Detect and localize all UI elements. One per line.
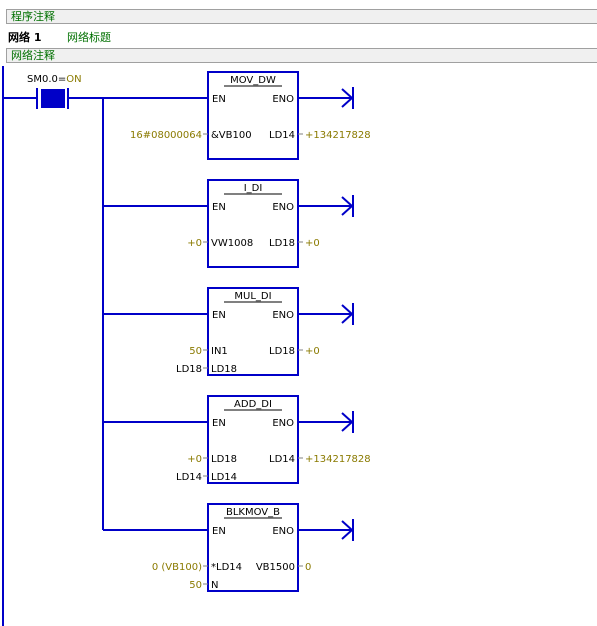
- input-value: 16#08000064: [130, 130, 202, 141]
- block-title: MUL_DI: [234, 291, 271, 302]
- input-pin: *LD14: [211, 562, 242, 573]
- block-mov-dw[interactable]: MOV_DW EN ENO&VB100 16#08000064 LD14 +1342178…: [103, 71, 371, 160]
- en-label: EN: [212, 418, 226, 429]
- input-value: +0: [187, 238, 202, 249]
- eno-label: ENO: [272, 310, 294, 321]
- input-value: LD14: [176, 472, 202, 483]
- input-pin: N: [211, 580, 218, 591]
- output-value: 0: [305, 562, 311, 573]
- contact-label: SM0.0=ON: [27, 74, 82, 85]
- input-pin: LD14: [211, 472, 237, 483]
- input-pin: LD18: [211, 364, 237, 375]
- network-comment-bar[interactable]: 网络注释: [6, 48, 597, 63]
- en-label: EN: [212, 202, 226, 213]
- block-i-di[interactable]: I_DI EN ENO VW1008 +0 LD18 +0: [103, 179, 354, 268]
- network-comment-text: 网络注释: [11, 49, 55, 62]
- program-comment-text: 程序注释: [11, 10, 55, 23]
- output-pin: LD18: [269, 346, 295, 357]
- contact-active-fill: [41, 89, 65, 108]
- output-value: +0: [305, 238, 320, 249]
- input-value: LD18: [176, 364, 202, 375]
- output-pin: LD14: [269, 454, 295, 465]
- eno-label: ENO: [272, 94, 294, 105]
- output-value: +0: [305, 346, 320, 357]
- block-blkmov-b[interactable]: BLKMOV_BEN ENO *LD14 0 (VB100) N 50 VB1500 0: [103, 503, 354, 592]
- en-label: EN: [212, 310, 226, 321]
- eno-label: ENO: [272, 418, 294, 429]
- network-name: 网络 1: [8, 31, 42, 44]
- eno-label: ENO: [272, 526, 294, 537]
- output-value: +134217828: [305, 454, 371, 465]
- network-title[interactable]: 网络标题: [66, 31, 111, 44]
- input-value: 50: [189, 580, 202, 591]
- input-value: 0 (VB100): [152, 562, 202, 573]
- program-comment-bar[interactable]: 程序注释: [6, 9, 597, 24]
- input-pin: &VB100: [211, 130, 252, 141]
- output-value: +134217828: [305, 130, 371, 141]
- output-pin: LD14: [269, 130, 295, 141]
- input-pin: LD18: [211, 454, 237, 465]
- eno-label: ENO: [272, 202, 294, 213]
- output-pin: LD18: [269, 238, 295, 249]
- input-value: +0: [187, 454, 202, 465]
- block-box[interactable]: [207, 395, 299, 484]
- output-pin: VB1500: [256, 562, 295, 573]
- block-title: BLKMOV_B: [226, 507, 280, 518]
- block-title: MOV_DW: [230, 75, 276, 86]
- input-pin: VW1008: [211, 238, 253, 249]
- block-title: ADD_DI: [234, 399, 272, 410]
- block-box[interactable]: [207, 503, 299, 592]
- network-header[interactable]: 网络 1 网络标题: [8, 29, 111, 45]
- input-pin: IN1: [211, 346, 228, 357]
- en-label: EN: [212, 526, 226, 537]
- contact-sm0-0[interactable]: SM0.0=ON: [3, 74, 103, 109]
- block-title: I_DI: [244, 183, 263, 194]
- en-label: EN: [212, 94, 226, 105]
- input-value: 50: [189, 346, 202, 357]
